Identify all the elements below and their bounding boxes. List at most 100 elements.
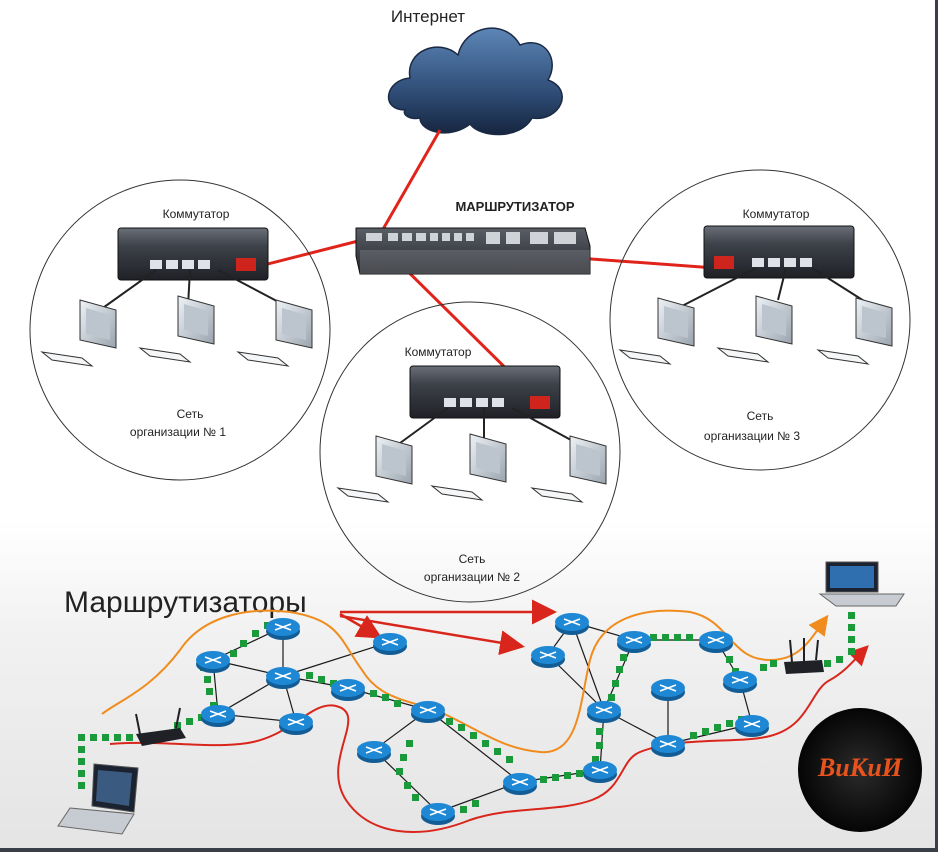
- network-3: Коммутатор Сеть организации: [609, 169, 911, 471]
- packet-square: [458, 724, 465, 731]
- packet-square: [540, 776, 547, 783]
- core-router: [355, 227, 591, 275]
- workstation: [430, 433, 507, 501]
- packet-square: [848, 612, 855, 619]
- mesh-router-icon: [735, 715, 769, 737]
- packet-square: [186, 718, 193, 725]
- mesh-router-icon: [421, 803, 455, 825]
- packet-square: [78, 746, 85, 753]
- packet-square: [78, 770, 85, 777]
- packet-square: [482, 740, 489, 747]
- mesh-router-icon: [583, 761, 617, 783]
- network-1-name: Сеть: [177, 407, 204, 421]
- packet-square: [206, 688, 213, 695]
- frame-edge-right: [935, 0, 938, 852]
- packet-square: [848, 636, 855, 643]
- mesh-routers: [196, 613, 769, 825]
- packet-square: [650, 634, 657, 641]
- mesh-router-icon: [651, 735, 685, 757]
- packet-square: [370, 690, 377, 697]
- packet-square: [674, 634, 681, 641]
- packet-square: [612, 680, 619, 687]
- mesh-router-icon: [723, 671, 757, 693]
- channel-logo: ВиКиИ: [798, 708, 922, 832]
- packet-square: [78, 758, 85, 765]
- packet-square: [620, 654, 627, 661]
- packet-square: [596, 728, 603, 735]
- packet-square: [564, 772, 571, 779]
- mesh-router-icon: [331, 679, 365, 701]
- pc-group-2: [336, 433, 607, 503]
- title-arrows: [339, 599, 557, 656]
- mesh-router-icon: [555, 613, 589, 635]
- pc-group-3: [618, 295, 893, 365]
- packet-square: [230, 650, 237, 657]
- network-1: Коммутатор Сеть организации: [29, 179, 331, 481]
- network-2-boundary: [319, 301, 621, 603]
- mesh-router-icon: [531, 646, 565, 668]
- workstation: [618, 297, 695, 365]
- mesh-router-icon: [699, 631, 733, 653]
- mesh-router-icon: [373, 633, 407, 655]
- pc-group-1: [40, 295, 313, 367]
- packet-square: [470, 732, 477, 739]
- workstation: [716, 295, 793, 363]
- packet-square: [836, 656, 843, 663]
- packet-square: [472, 800, 479, 807]
- switch-1-label: Коммутатор: [163, 207, 230, 221]
- network-2-name: Сеть: [459, 552, 486, 566]
- network-2-name-2: организации № 2: [424, 570, 520, 584]
- laptop-left: [57, 763, 139, 835]
- network-1-name-2: организации № 1: [130, 425, 226, 439]
- switch-3-label: Коммутатор: [743, 207, 810, 221]
- uplink-internet: [376, 129, 442, 239]
- mesh-router-icon: [266, 667, 300, 689]
- packet-square: [394, 700, 401, 707]
- internet-label: Интернет: [391, 7, 465, 26]
- mesh-router-icon: [651, 679, 685, 701]
- packet-square: [114, 734, 121, 741]
- packet-square: [400, 754, 407, 761]
- workstation: [816, 297, 893, 365]
- network-3-name-2: организации № 3: [704, 429, 800, 443]
- packet-square: [506, 756, 513, 763]
- packet-square: [396, 768, 403, 775]
- packet-square: [824, 660, 831, 667]
- mesh-router-icon: [617, 631, 651, 653]
- switch-2: [409, 365, 561, 419]
- packet-square: [690, 732, 697, 739]
- packet-square: [552, 774, 559, 781]
- packet-square: [90, 734, 97, 741]
- packet-square: [252, 630, 259, 637]
- mesh-router-icon: [587, 701, 621, 723]
- mesh-router-icon: [503, 773, 537, 795]
- switch-3: [703, 225, 855, 279]
- frame-edge-bottom: [0, 848, 938, 852]
- wifi-router-right: [784, 638, 824, 674]
- packet-square: [702, 728, 709, 735]
- packet-square: [446, 718, 453, 725]
- workstation: [138, 295, 215, 363]
- packet-square: [714, 724, 721, 731]
- packet-square: [78, 782, 85, 789]
- packet-square: [126, 734, 133, 741]
- packet-square: [494, 748, 501, 755]
- uplink-net-1: [251, 236, 371, 270]
- packet-square: [240, 640, 247, 647]
- core-router-label: МАРШРУТИЗАТОР: [455, 199, 574, 214]
- network-3-name: Сеть: [747, 409, 774, 423]
- mesh-router-icon: [201, 705, 235, 727]
- packet-square: [460, 806, 467, 813]
- logo-text: ВиКиИ: [817, 753, 903, 782]
- packet-square: [78, 734, 85, 741]
- network-1-boundary: [29, 179, 331, 481]
- packet-trail: [78, 612, 855, 813]
- packet-square: [102, 734, 109, 741]
- mesh-router-icon: [279, 713, 313, 735]
- mesh-router-icon: [196, 651, 230, 673]
- workstation: [236, 299, 313, 367]
- packet-square: [318, 676, 325, 683]
- workstation: [336, 435, 413, 503]
- packet-square: [382, 694, 389, 701]
